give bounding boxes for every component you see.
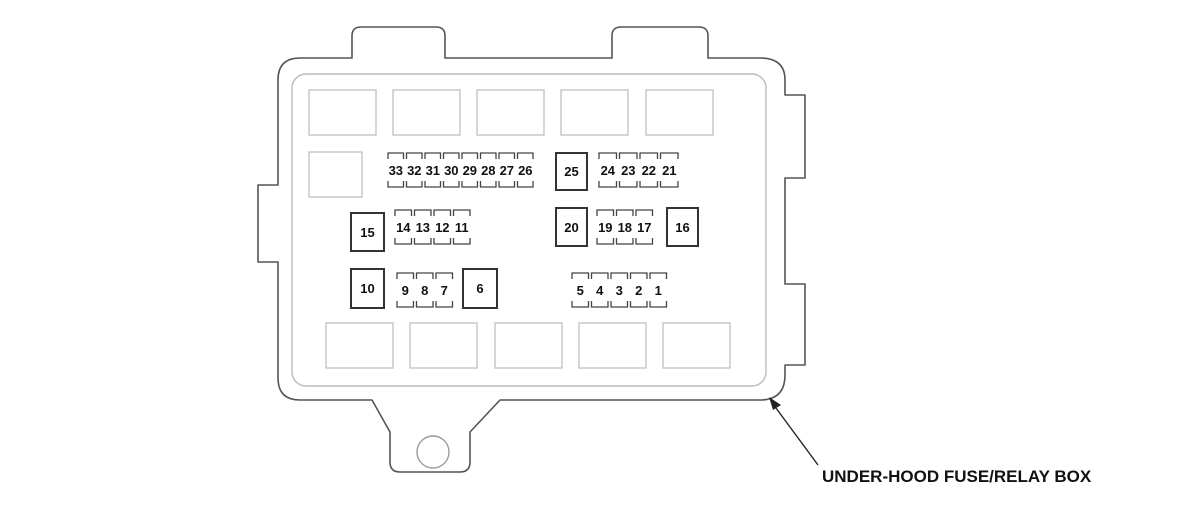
mini-fuse-label: 2: [635, 283, 642, 298]
mini-fuse-label: 29: [463, 163, 477, 178]
fuse-16: 16: [666, 207, 699, 247]
mini-fuse-19: 19: [596, 209, 615, 245]
fuse-25: 25: [555, 152, 588, 191]
mini-fuse-1: 1: [649, 272, 668, 308]
mini-fuse-label: 21: [662, 163, 676, 178]
mini-fuse-31: 31: [424, 152, 442, 188]
relay-slot: [578, 322, 647, 369]
mini-fuse-label: 8: [421, 283, 428, 298]
mini-fuse-22: 22: [639, 152, 659, 188]
mini-fuse-label: 9: [402, 283, 409, 298]
fuse-15: 15: [350, 212, 385, 252]
mini-fuse-32: 32: [405, 152, 423, 188]
mini-fuse-label: 32: [407, 163, 421, 178]
relay-slot: [662, 322, 731, 369]
mini-fuse-label: 4: [596, 283, 604, 298]
diagram-caption: UNDER-HOOD FUSE/RELAY BOX: [822, 467, 1092, 486]
mini-fuse-label: 26: [518, 163, 532, 178]
fuse-6: 6: [462, 268, 498, 309]
mini-fuse-5: 5: [571, 272, 590, 308]
mini-fuse-label: 1: [655, 283, 662, 298]
mini-fuse-29: 29: [461, 152, 479, 188]
fuse-10: 10: [350, 268, 385, 309]
mini-fuse-26: 26: [516, 152, 534, 188]
mini-fuse-30: 30: [442, 152, 460, 188]
relay-slot: [325, 322, 394, 369]
mini-fuse-4: 4: [590, 272, 609, 308]
mini-fuse-9: 9: [396, 272, 415, 308]
fuse-box-housing: [257, 26, 806, 473]
fuse-box-inner-rim: [291, 73, 767, 387]
mini-fuse-21: 21: [659, 152, 679, 188]
mini-fuse-label: 19: [598, 220, 612, 235]
relay-slot: [409, 322, 478, 369]
mini-fuse-23: 23: [618, 152, 638, 188]
svg-text:6: 6: [476, 281, 483, 296]
svg-text:25: 25: [564, 164, 578, 179]
mini-fuse-label: 5: [577, 283, 584, 298]
mini-fuse-27: 27: [498, 152, 516, 188]
mini-fuse-label: 18: [618, 220, 632, 235]
mini-fuse-33: 33: [387, 152, 405, 188]
mini-fuse-24: 24: [598, 152, 618, 188]
mini-fuse-label: 3: [616, 283, 623, 298]
mini-fuse-label: 31: [426, 163, 440, 178]
relay-slot: [308, 89, 377, 136]
mini-fuse-label: 24: [601, 163, 616, 178]
mini-fuse-3: 3: [610, 272, 629, 308]
mini-fuse-label: 7: [441, 283, 448, 298]
mini-fuse-label: 27: [500, 163, 514, 178]
mini-fuse-label: 22: [642, 163, 656, 178]
mini-fuse-label: 17: [637, 220, 651, 235]
mini-fuse-18: 18: [615, 209, 634, 245]
relay-slot: [308, 151, 363, 198]
mini-fuse-label: 14: [396, 220, 411, 235]
relay-slot: [392, 89, 461, 136]
relay-slot: [645, 89, 714, 136]
caption-pointer-arrow: [769, 397, 819, 466]
mini-fuse-12: 12: [433, 209, 452, 245]
relay-slot: [476, 89, 545, 136]
mini-fuse-label: 23: [621, 163, 635, 178]
svg-text:15: 15: [360, 225, 374, 240]
mini-fuse-14: 14: [394, 209, 413, 245]
svg-text:16: 16: [675, 220, 689, 235]
mini-fuse-13: 13: [413, 209, 432, 245]
mini-fuse-label: 12: [435, 220, 449, 235]
svg-text:20: 20: [564, 220, 578, 235]
mini-fuse-2: 2: [629, 272, 648, 308]
mini-fuse-28: 28: [479, 152, 497, 188]
mini-fuse-label: 11: [455, 220, 469, 235]
fuse-20: 20: [555, 207, 588, 247]
mini-fuse-label: 33: [389, 163, 403, 178]
mini-fuse-label: 28: [481, 163, 495, 178]
mounting-hole: [416, 435, 450, 469]
mini-fuse-label: 13: [416, 220, 430, 235]
mini-fuse-8: 8: [415, 272, 434, 308]
mini-fuse-7: 7: [435, 272, 454, 308]
relay-slot: [494, 322, 563, 369]
relay-slot: [560, 89, 629, 136]
mini-fuse-11: 11: [452, 209, 471, 245]
mini-fuse-label: 30: [444, 163, 458, 178]
mini-fuse-17: 17: [635, 209, 654, 245]
svg-text:10: 10: [360, 281, 374, 296]
